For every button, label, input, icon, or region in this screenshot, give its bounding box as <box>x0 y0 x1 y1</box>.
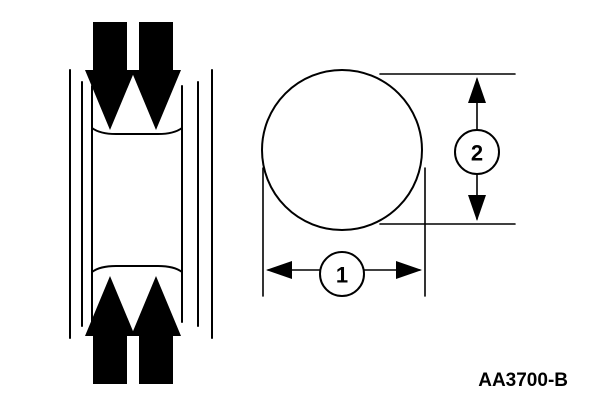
strip-top-edge <box>91 127 183 135</box>
pressure-arrow-bottom-left-icon <box>85 276 135 384</box>
figure-reference-code: AA3700-B <box>478 370 568 391</box>
width-arrowhead-right-icon <box>396 261 422 279</box>
cross-section-view: 1 2 <box>261 69 516 297</box>
width-callout-circle <box>319 251 365 297</box>
height-arrowhead-top-icon <box>468 77 486 103</box>
strip-cross-section-circle <box>261 69 423 231</box>
compressed-strip-side-view <box>69 22 213 384</box>
pressure-arrow-top-right-icon <box>131 22 181 130</box>
pressure-arrow-top-left-icon <box>85 22 135 130</box>
width-arrowhead-left-icon <box>266 261 292 279</box>
pressure-arrow-bottom-right-icon <box>131 276 181 384</box>
width-dimension: 1 <box>266 251 422 297</box>
height-callout-label: 2 <box>471 141 483 166</box>
strip-bottom-edge <box>91 265 183 273</box>
width-callout-label: 1 <box>336 263 348 288</box>
height-dimension: 2 <box>454 77 500 221</box>
height-arrowhead-bottom-icon <box>468 195 486 221</box>
height-callout-circle <box>454 129 500 175</box>
